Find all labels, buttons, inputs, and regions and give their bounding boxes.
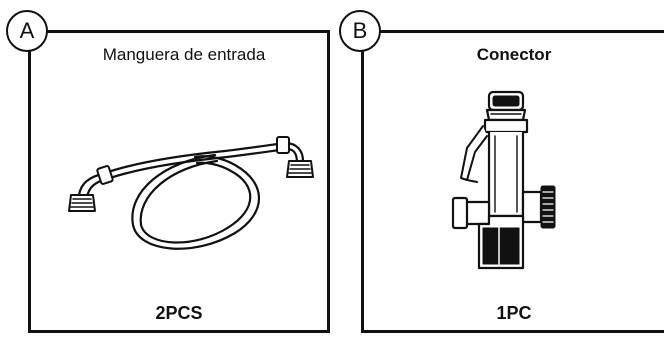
panel-connector: Conector: [361, 30, 664, 333]
quantity-label: 1PC: [496, 303, 532, 323]
panel-inlet-hose: Manguera de entrada: [28, 30, 330, 333]
panel-title: Conector: [476, 45, 552, 64]
panel-title: Manguera de entrada: [102, 45, 266, 64]
panel-badge: A: [6, 10, 48, 52]
panel-badge: B: [339, 10, 381, 52]
connector-icon: [451, 90, 556, 270]
quantity-label: 2PCS: [155, 303, 203, 323]
inlet-hose-icon: [68, 136, 314, 250]
